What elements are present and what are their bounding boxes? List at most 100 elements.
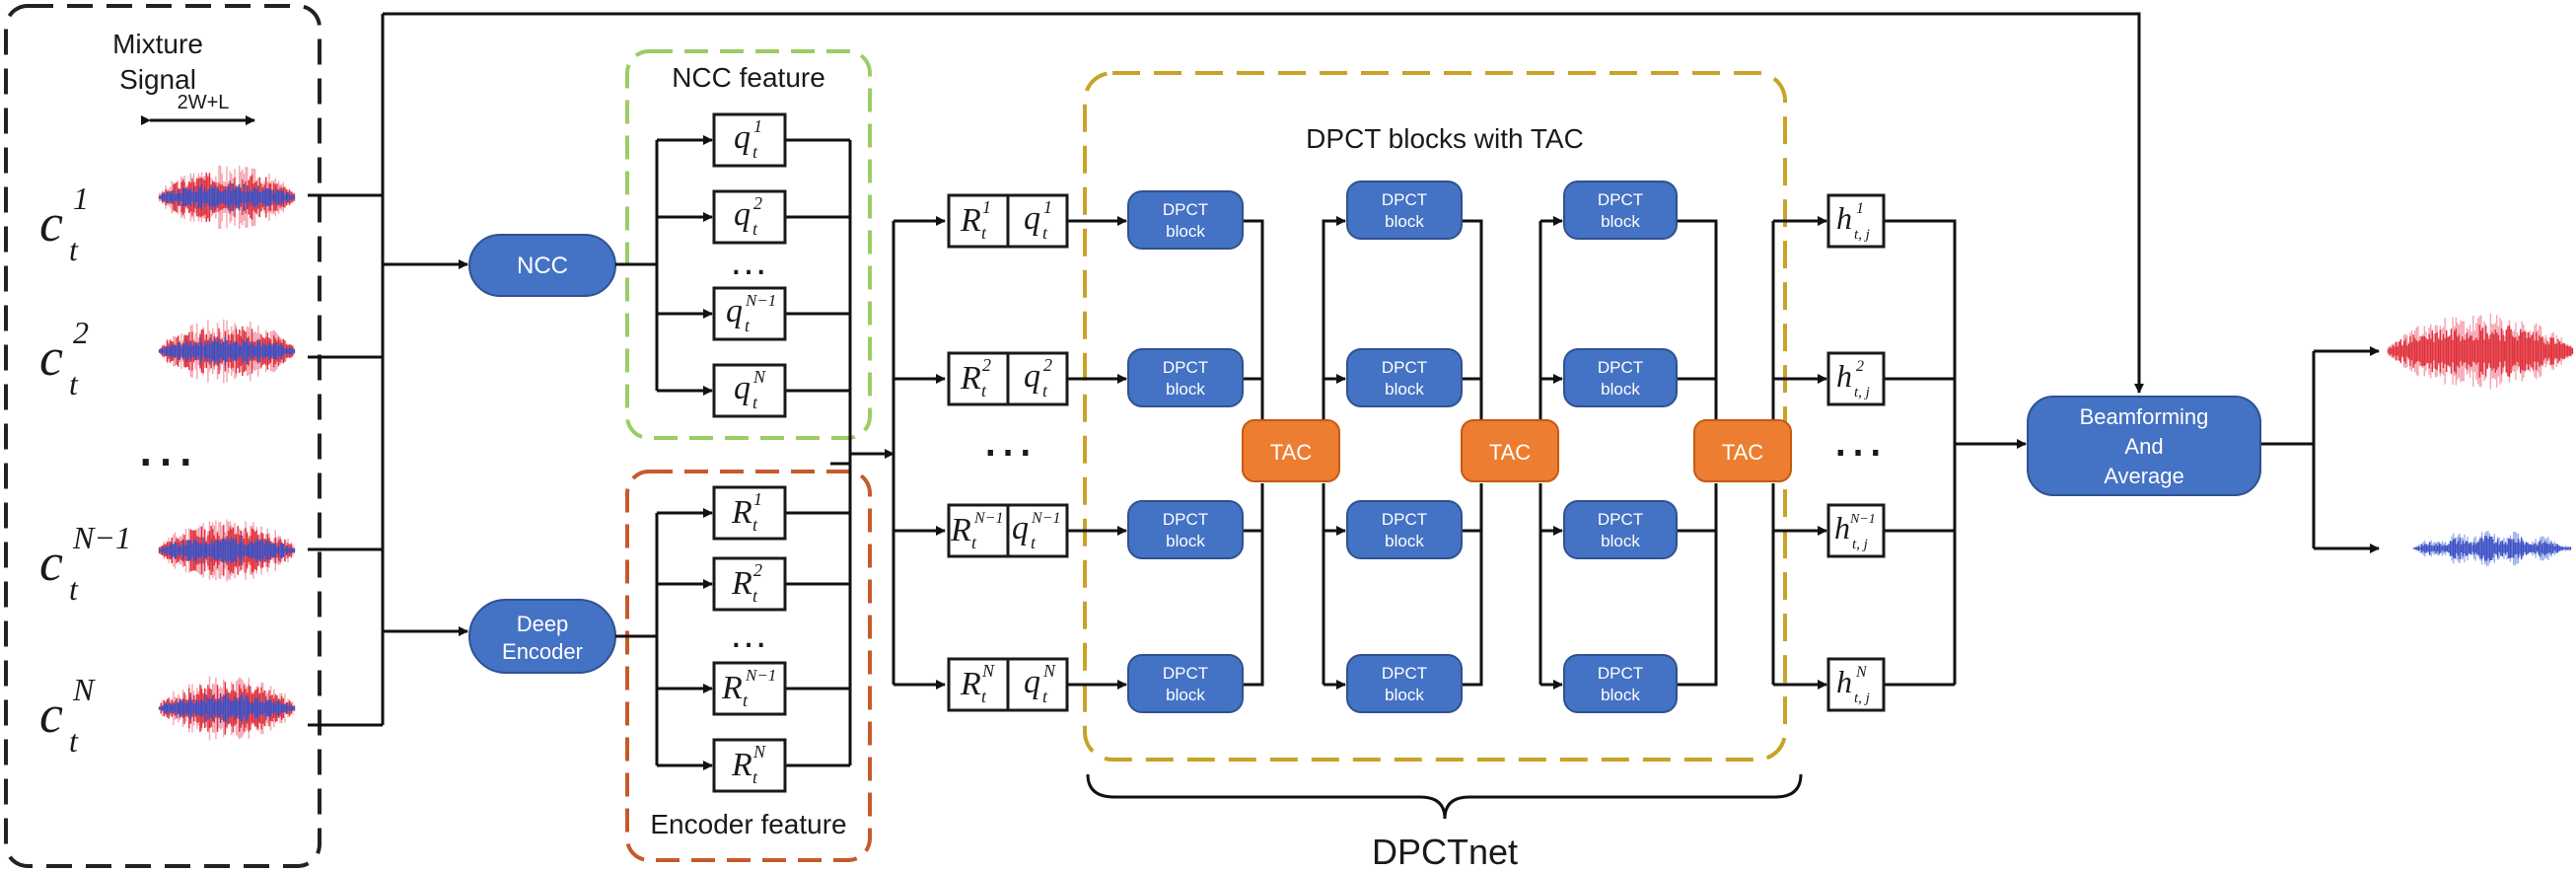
svg-text:2: 2 — [73, 315, 89, 350]
output-feature-hn-minus-1: h t, j N−1 — [1826, 503, 1886, 558]
svg-text:block: block — [1385, 212, 1424, 231]
svg-text:block: block — [1166, 380, 1205, 399]
svg-text:R: R — [731, 494, 752, 531]
svg-text:1: 1 — [1043, 197, 1052, 217]
svg-text:t: t — [1042, 223, 1048, 243]
svg-text:DPCT: DPCT — [1598, 190, 1643, 209]
svg-text:N−1: N−1 — [1849, 512, 1876, 527]
svg-text:N: N — [1042, 661, 1056, 681]
svg-text:R: R — [731, 565, 752, 602]
svg-text:N: N — [752, 742, 766, 762]
input-symbol-n-minus-1: c t N−1 — [39, 520, 131, 607]
svg-text:1: 1 — [1856, 200, 1864, 217]
svg-text:q: q — [734, 196, 751, 233]
svg-text:q: q — [734, 119, 751, 156]
svg-text:TAC: TAC — [1270, 440, 1312, 465]
svg-text:t: t — [752, 767, 758, 787]
svg-text:DPCT: DPCT — [1598, 510, 1643, 529]
svg-text:N−1: N−1 — [745, 666, 776, 685]
waveform-trace — [158, 182, 296, 212]
window-width-label: 2W+L — [178, 92, 230, 113]
waveform-trace — [2387, 325, 2574, 378]
svg-text:N: N — [752, 367, 766, 387]
svg-text:block: block — [1166, 532, 1205, 550]
concat-feature-1: R t 1 q t 1 — [947, 193, 1069, 249]
svg-text:t: t — [981, 687, 987, 706]
svg-text:t: t — [752, 515, 758, 535]
waveform-trace — [158, 536, 296, 565]
input-waveform-n-minus-1 — [158, 519, 296, 582]
svg-text:R: R — [960, 360, 981, 397]
svg-text:2: 2 — [1856, 358, 1864, 375]
input-symbol-1: c t 1 — [39, 181, 89, 267]
waveform-trace — [158, 692, 296, 724]
svg-text:t, j: t, j — [1854, 690, 1870, 706]
svg-text:TAC: TAC — [1722, 440, 1763, 465]
svg-text:DPCT: DPCT — [1382, 664, 1427, 683]
ncc-feature-q1: q t 1 — [712, 112, 787, 168]
dpct-blocks-frame — [1083, 71, 1787, 762]
svg-text:N−1: N−1 — [745, 291, 776, 310]
dpctnet-title: DPCTnet — [1372, 832, 1518, 872]
svg-text:R: R — [960, 666, 981, 702]
svg-text:q: q — [734, 370, 751, 406]
svg-text:R: R — [960, 202, 981, 239]
tac-module-2: TAC — [1461, 419, 1559, 482]
svg-text:N: N — [72, 672, 96, 707]
output-feature-hn: h t, j N — [1826, 657, 1886, 712]
svg-text:q: q — [726, 293, 743, 329]
encoder-feature-rn: R t N — [712, 738, 787, 793]
svg-text:t: t — [971, 533, 977, 552]
input-symbol-n: c t N — [39, 672, 96, 759]
svg-text:block: block — [1601, 212, 1640, 231]
input-wires — [308, 12, 2144, 727]
svg-text:block: block — [1385, 686, 1424, 704]
svg-text:c: c — [39, 327, 63, 387]
svg-text:DPCT: DPCT — [1382, 190, 1427, 209]
deep-encoder-module: Deep Encoder — [468, 599, 616, 674]
svg-text:t: t — [981, 381, 987, 400]
ncc-feature-ellipsis: … — [729, 240, 768, 283]
mixture-signal-frame — [4, 4, 322, 868]
encoder-feature-title: Encoder feature — [650, 809, 846, 839]
svg-text:q: q — [1024, 664, 1040, 700]
svg-text:t: t — [1042, 381, 1048, 400]
svg-text:h: h — [1836, 664, 1852, 699]
svg-text:block: block — [1385, 532, 1424, 550]
svg-text:DPCT: DPCT — [1598, 358, 1643, 377]
waveform-trace — [2412, 536, 2572, 561]
feature-wires — [615, 135, 946, 770]
svg-text:2: 2 — [753, 193, 762, 213]
svg-text:t: t — [981, 223, 987, 243]
svg-text:t, j: t, j — [1854, 385, 1870, 400]
svg-text:Deep: Deep — [517, 612, 569, 636]
input-waveform-n — [158, 676, 296, 741]
svg-text:DPCT: DPCT — [1382, 358, 1427, 377]
svg-text:h: h — [1836, 358, 1852, 394]
svg-text:N−1: N−1 — [1031, 510, 1060, 527]
mixture-signal-title-line1: Mixture — [112, 29, 203, 59]
svg-text:t, j: t, j — [1854, 227, 1870, 243]
inputs-ellipsis: … — [134, 408, 197, 479]
tac-module-1: TAC — [1242, 419, 1340, 482]
dpct-block-c3-r1: DPCT block — [1563, 181, 1678, 240]
output-waveform-speech — [2387, 313, 2574, 390]
svg-text:t, j: t, j — [1852, 537, 1868, 552]
dpct-block-c2-r4: DPCT block — [1346, 654, 1463, 713]
concat-feature-n-minus-1: R t N−1 q t N−1 — [947, 503, 1069, 558]
svg-text:1: 1 — [753, 489, 762, 509]
encoder-feature-frame — [625, 470, 872, 862]
svg-text:t: t — [69, 571, 79, 607]
svg-text:DPCT: DPCT — [1163, 664, 1208, 683]
mixture-signal-title-line2: Signal — [119, 64, 196, 95]
svg-text:block: block — [1601, 686, 1640, 704]
svg-text:N−1: N−1 — [973, 510, 1003, 527]
